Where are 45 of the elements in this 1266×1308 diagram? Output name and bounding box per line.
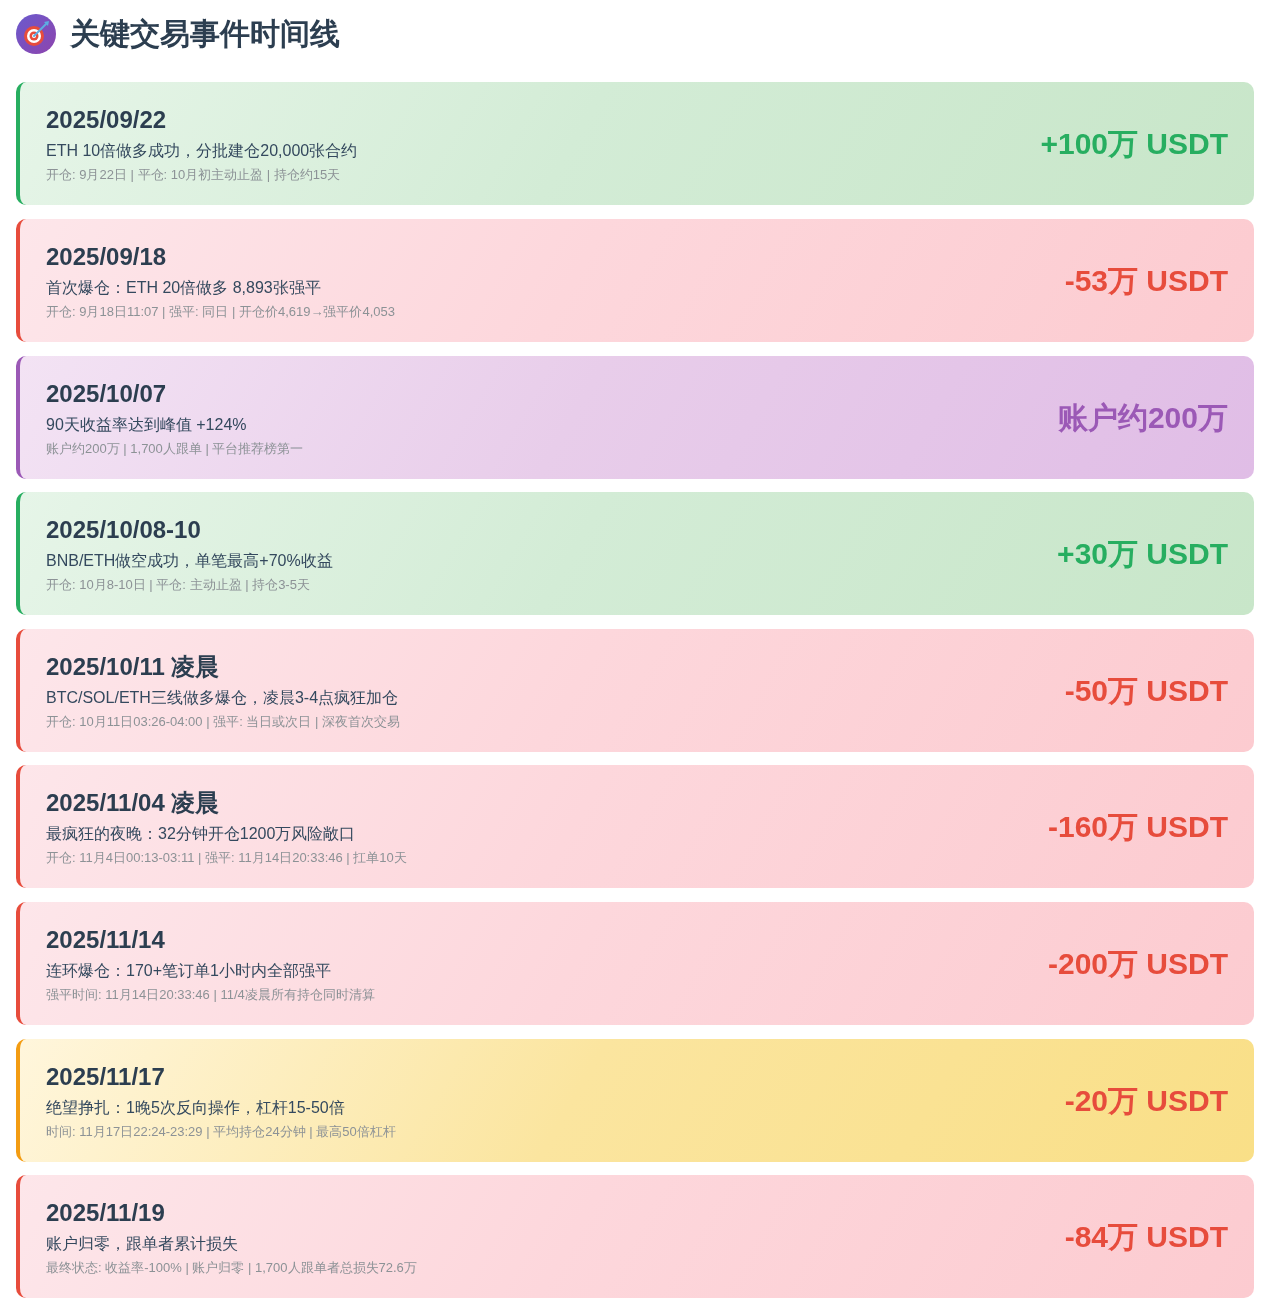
event-date: 2025/11/04 凌晨 [46, 787, 220, 818]
amount-value: 账户约200万 [1057, 399, 1228, 436]
event-card [16, 356, 1254, 479]
event-details: 开仓: 9月22日 | 平仓: 10月初主动止盈 | 持仓约15天 [46, 165, 341, 184]
event-details: 开仓: 9月18日11:07 | 强平: 同日 | 开仓价4,619→强平价4,053 [46, 302, 395, 321]
event-card [16, 1175, 1254, 1298]
event-description: 最疯狂的夜晚：32分钟开仓1200万风险敞口 [46, 823, 356, 844]
event-date: 2025/09/18 [46, 241, 167, 272]
event-details: 开仓: 10月11日03:26-04:00 | 强平: 当日或次日 | 深夜首次交易 [46, 712, 400, 731]
event-description: ETH 10倍做多成功，分批建仓20,000张合约 [46, 140, 358, 161]
event-description: 绝望挣扎：1晚5次反向操作，杠杆15-50倍 [46, 1097, 345, 1118]
event-card [16, 219, 1254, 342]
event-details: 开仓: 11月4日00:13-03:11 | 强平: 11月14日20:33:46 | 扛单10天 [46, 848, 407, 867]
event-date: 2025/10/08-10 [46, 514, 201, 545]
amount-value: -160万 USDT [1047, 808, 1228, 845]
event-description: 账户归零，跟单者累计损失 [46, 1233, 238, 1254]
event-details: 时间: 11月17日22:24-23:29 | 平均持仓24分钟 | 最高50倍杠杆 [46, 1122, 396, 1141]
amount-value: -20万 USDT [1064, 1082, 1228, 1119]
event-description: 连环爆仓：170+笔订单1小时内全部强平 [46, 960, 331, 981]
event-card [16, 902, 1254, 1025]
event-details: 强平时间: 11月14日20:33:46 | 11/4凌晨所有持仓同时清算 [46, 985, 375, 1004]
event-date: 2025/09/22 [46, 104, 167, 135]
page-title: 关键交易事件时间线 [70, 16, 340, 52]
event-description: BNB/ETH做空成功，单笔最高+70%收益 [46, 550, 333, 571]
event-description: BTC/SOL/ETH三线做多爆仓，凌晨3-4点疯狂加仓 [46, 687, 399, 708]
event-date: 2025/11/14 [46, 924, 165, 955]
amount-value: -84万 USDT [1064, 1218, 1228, 1255]
event-date: 2025/11/17 [46, 1061, 165, 1092]
event-description: 首次爆仓：ETH 20倍做多 8,893张强平 [46, 277, 321, 298]
amount-value: -53万 USDT [1064, 262, 1228, 299]
event-card [16, 629, 1254, 752]
event-date: 2025/10/11 凌晨 [46, 651, 220, 682]
event-date: 2025/11/19 [46, 1197, 165, 1228]
amount-value: -200万 USDT [1047, 945, 1228, 982]
amount-value: -50万 USDT [1064, 672, 1228, 709]
amount-value: +100万 USDT [1040, 125, 1228, 162]
event-details: 开仓: 10月8-10日 | 平仓: 主动止盈 | 持仓3-5天 [46, 575, 310, 594]
amount-value: +30万 USDT [1057, 535, 1228, 572]
event-description: 90天收益率达到峰值 +124% [46, 414, 247, 435]
event-card [16, 82, 1254, 205]
event-card [16, 1039, 1254, 1162]
event-details: 最终状态: 收益率-100% | 账户归零 | 1,700人跟单者总损失72.6万 [46, 1258, 417, 1277]
event-card [16, 765, 1254, 888]
event-card [16, 492, 1254, 615]
event-date: 2025/10/07 [46, 378, 167, 409]
